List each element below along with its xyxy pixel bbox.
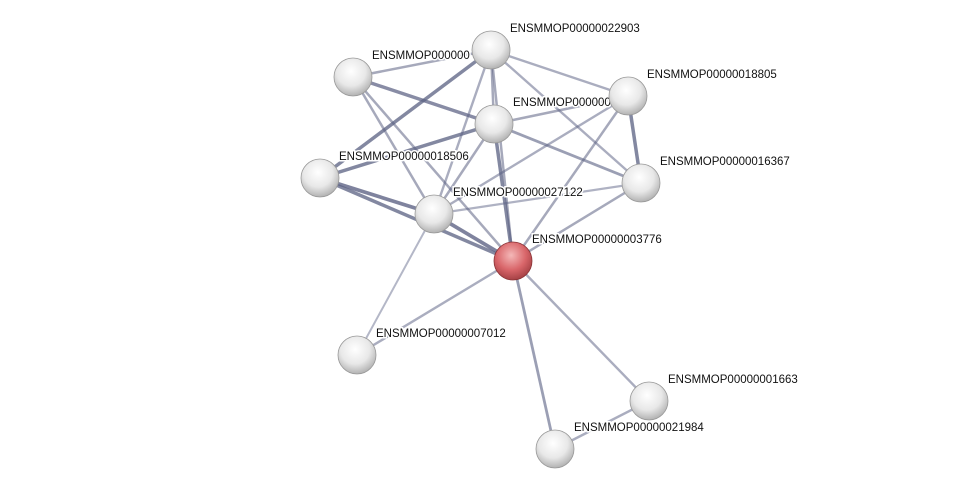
query-protein-node[interactable]: [493, 241, 533, 281]
protein-node[interactable]: [608, 76, 648, 116]
edge-D-F[interactable]: [493, 122, 642, 185]
protein-node[interactable]: [414, 194, 454, 234]
edge-B-C[interactable]: [490, 48, 629, 98]
edge-G-I[interactable]: [356, 213, 435, 356]
edge-D-H[interactable]: [492, 123, 515, 262]
protein-node[interactable]: [471, 30, 511, 70]
node-label: ENSMMOP00000007012: [376, 328, 506, 340]
edge-A-H[interactable]: [352, 76, 514, 262]
node-label: ENSMMOP000000: [513, 97, 611, 109]
edge-H-I[interactable]: [356, 259, 514, 357]
edge-B-F[interactable]: [490, 49, 642, 184]
edge-E-G[interactable]: [319, 176, 435, 216]
protein-node[interactable]: [629, 381, 669, 421]
edge-H-J[interactable]: [512, 260, 650, 402]
edge-H-F[interactable]: [512, 181, 642, 263]
edge-C-H[interactable]: [511, 95, 630, 262]
node-label: ENSMMOP00000001663: [668, 374, 798, 386]
edge-H-K[interactable]: [511, 260, 557, 450]
protein-node[interactable]: [535, 429, 575, 469]
edge-D-E[interactable]: [319, 122, 495, 180]
node-label: ENSMMOP00000003776: [532, 234, 662, 246]
node-label: ENSMMOP000000: [372, 50, 470, 62]
node-label: ENSMMOP00000022903: [510, 23, 640, 35]
edge-D-C[interactable]: [493, 94, 629, 126]
edge-G-F[interactable]: [433, 181, 642, 216]
edge-B-E[interactable]: [318, 48, 493, 180]
node-label: ENSMMOP00000021984: [574, 422, 704, 434]
edge-C-G[interactable]: [433, 94, 629, 216]
labels-layer: ENSMMOP000000 ENSMMOP00000022903ENSMMOP00…: [338, 22, 800, 436]
nodes-layer: [300, 30, 669, 469]
node-label: ENSMMOP00000018506: [339, 151, 469, 163]
protein-node[interactable]: [337, 335, 377, 375]
node-label: ENSMMOP00000018805: [647, 69, 777, 81]
protein-node[interactable]: [300, 158, 340, 198]
node-label: ENSMMOP00000027122: [453, 187, 583, 199]
protein-node[interactable]: [474, 104, 514, 144]
edge-A-G[interactable]: [351, 76, 436, 215]
protein-node[interactable]: [333, 57, 373, 97]
node-label: ENSMMOP00000016367: [660, 156, 790, 168]
edge-A-B[interactable]: [352, 48, 492, 79]
protein-node[interactable]: [621, 163, 661, 203]
